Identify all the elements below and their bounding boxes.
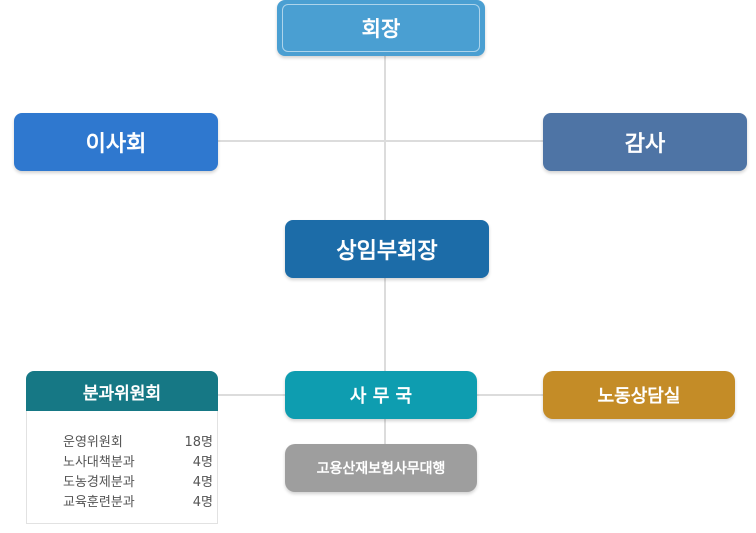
vice-chairman-node: 상임부회장	[285, 220, 489, 278]
committee-row-name: 교육훈련분과	[63, 495, 135, 510]
chairman-inner-border	[282, 4, 480, 52]
vice-chairman-label: 상임부회장	[336, 239, 438, 264]
office-label: 사 무 국	[349, 386, 413, 407]
chairman-node: 회장	[277, 0, 485, 56]
committee-row: 도농경제분과 4명	[63, 471, 213, 491]
committee-row-name: 노사대책분과	[63, 455, 135, 470]
committee-header: 분과위원회	[26, 371, 218, 411]
committee-row: 운영위원회 18명	[63, 431, 213, 451]
committee-title: 분과위원회	[82, 383, 162, 404]
committee-row: 교육훈련분과 4명	[63, 491, 213, 511]
insurance-agency-label: 고용산재보험사무대행	[316, 461, 446, 477]
committee-row-count: 18명	[184, 435, 213, 450]
committee-row-count: 4명	[192, 455, 213, 470]
office-node: 사 무 국	[285, 371, 477, 419]
committee-list: 운영위원회 18명 노사대책분과 4명 도농경제분과 4명 교육훈련분과 4명	[26, 411, 218, 524]
committee-panel: 분과위원회 운영위원회 18명 노사대책분과 4명 도농경제분과 4명 교육훈련…	[26, 371, 218, 524]
committee-row: 노사대책분과 4명	[63, 451, 213, 471]
committee-row-count: 4명	[192, 495, 213, 510]
labor-counseling-node: 노동상담실	[543, 371, 735, 419]
chairman-label: 회장	[361, 17, 401, 41]
audit-label: 감사	[624, 132, 666, 157]
insurance-agency-node: 고용산재보험사무대행	[285, 444, 477, 492]
labor-counseling-label: 노동상담실	[597, 386, 681, 407]
board-label: 이사회	[85, 132, 147, 157]
committee-row-name: 운영위원회	[63, 435, 123, 450]
audit-node: 감사	[543, 113, 747, 171]
connector-vertical-main	[384, 56, 386, 220]
committee-row-count: 4명	[192, 475, 213, 490]
committee-row-name: 도농경제분과	[63, 475, 135, 490]
connector-board-audit	[218, 140, 543, 142]
board-node: 이사회	[14, 113, 218, 171]
connector-vertical-lower	[384, 278, 386, 444]
